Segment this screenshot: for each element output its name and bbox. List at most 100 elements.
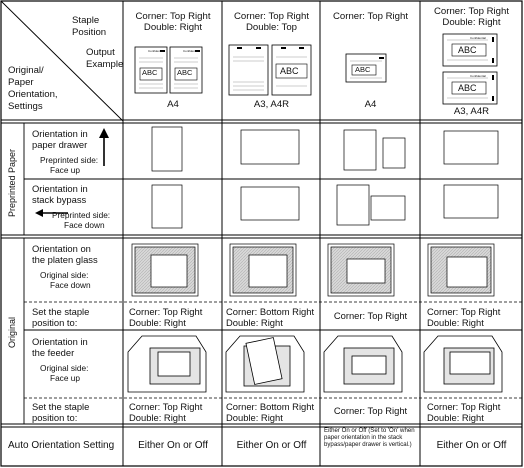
feeder-title-line1: Orientation in (32, 336, 88, 347)
abc-sample-1a: ABC (142, 68, 158, 77)
drawer-side-line2: Face up (50, 165, 80, 175)
output-example-2 (228, 44, 312, 96)
original-section-label: Original (7, 316, 17, 348)
auto-orientation-col3: Either On or Off (Set to 'On' when paper… (324, 427, 415, 448)
auto-orientation-col1: Either On or Off (138, 440, 208, 451)
bypass-side: Preprinted side:Face down (52, 210, 110, 230)
bypass-title-line2: stack bypass (32, 194, 87, 205)
abc-sample-4a: ABC (458, 45, 477, 55)
platen-col2-line1: Corner: Bottom Right (226, 306, 315, 317)
output-example-4 (442, 33, 498, 105)
platen-col4-line2: Double: Right (427, 317, 484, 328)
feeder-illustrations (127, 335, 503, 393)
feeder-col4-line2: Double: Right (427, 412, 484, 423)
original-paper-label: Original/ Paper Orientation, Settings (8, 65, 58, 113)
platen-side: Original side:Face down (40, 270, 91, 290)
staple-label-line1: Staple (72, 15, 100, 26)
col2-staple-line1: Corner: Top Right (233, 11, 309, 22)
confidential-1a: Confidential (148, 49, 164, 53)
platen-staple-label-line2: position to: (32, 317, 78, 328)
output-example-3 (345, 53, 387, 83)
abc-sample-2: ABC (280, 66, 299, 76)
preprinted-section-label: Preprinted Paper (7, 148, 17, 217)
platen-col2-line2: Double: Right (226, 317, 283, 328)
col1-staple-line2: Double: Right (143, 22, 203, 33)
feeder-staple-col3: Corner: Top Right (321, 405, 420, 417)
feeder-col2-line1: Corner: Bottom Right (226, 401, 315, 412)
platen-col4-line1: Corner: Top Right (427, 306, 501, 317)
auto-orientation-col4: Either On or Off (436, 440, 507, 451)
platen-col1-line1: Corner: Top Right (129, 306, 203, 317)
arrow-left-icon (35, 209, 68, 217)
staple-label-line2: Position (72, 27, 107, 38)
feeder-staple-label-line1: Set the staple (32, 401, 90, 412)
feeder-side-line2: Face up (50, 373, 80, 383)
col1-staple-line1: Corner: Top Right (135, 11, 211, 22)
col2-paper-size: A3, A4R (253, 99, 290, 110)
abc-sample-1b: ABC (177, 68, 193, 77)
output-example-1 (134, 46, 203, 94)
abc-sample-3: ABC (355, 65, 371, 74)
feeder-staple-label-line2: position to: (32, 412, 78, 423)
abc-sample-4b: ABC (458, 83, 477, 93)
feeder-side-line1: Original side: (40, 363, 89, 373)
orig-label-line2: Paper (8, 77, 34, 88)
platen-side-line2: Face down (50, 280, 91, 290)
feeder-col1-line1: Corner: Top Right (129, 401, 203, 412)
drawer-title-line2: paper drawer (32, 139, 88, 150)
col1-paper-size: A4 (167, 99, 179, 110)
col3-paper-size: A4 (364, 99, 377, 110)
bypass-side-line1: Preprinted side: (52, 210, 111, 220)
orig-label-line3: Orientation, (8, 89, 58, 100)
col4-paper-size: A3, A4R (453, 106, 490, 117)
feeder-col3-line1: Corner: Top Right (333, 405, 408, 416)
col3-staple-header: Corner: Top Right (321, 11, 420, 22)
drawer-title-line1: Orientation in (32, 128, 88, 139)
col4-staple-line2: Double: Right (442, 17, 501, 28)
preprinted-sheets (151, 126, 499, 229)
platen-col3-line1: Corner: Top Right (333, 310, 408, 321)
arrow-up-icon (99, 128, 109, 166)
platen-title-line1: Orientation on (32, 243, 91, 254)
confidential-4b: Confidential (470, 74, 486, 78)
platen-staple-label-line1: Set the staple (32, 306, 90, 317)
col4-staple-line1: Corner: Top Right (433, 6, 509, 17)
auto-orientation-label: Auto Orientation Setting (8, 440, 115, 451)
orig-label-line1: Original/ (8, 65, 44, 76)
col3-staple-line1: Corner: Top Right (332, 11, 408, 22)
feeder-col2-line2: Double: Right (226, 412, 283, 423)
platen-title-line2: the platen glass (32, 254, 98, 265)
confidential-1b: Confidential (183, 49, 199, 53)
orig-label-line4: Settings (8, 101, 43, 112)
platen-illustrations (131, 243, 495, 297)
feeder-col4-line1: Corner: Top Right (427, 401, 501, 412)
bypass-side-line2: Face down (64, 220, 105, 230)
drawer-side-line1: Preprinted side: (40, 155, 99, 165)
bypass-title-line1: Orientation in (32, 183, 88, 194)
platen-side-line1: Original side: (40, 270, 89, 280)
feeder-col1-line2: Double: Right (129, 412, 186, 423)
confidential-4a: Confidential (470, 36, 486, 40)
output-label-line2: Example (86, 59, 124, 70)
platen-col1-line2: Double: Right (129, 317, 186, 328)
auto-orientation-col2: Either On or Off (236, 440, 307, 451)
col2-staple-line2: Double: Top (245, 22, 298, 33)
platen-staple-col3: Corner: Top Right (321, 310, 420, 322)
